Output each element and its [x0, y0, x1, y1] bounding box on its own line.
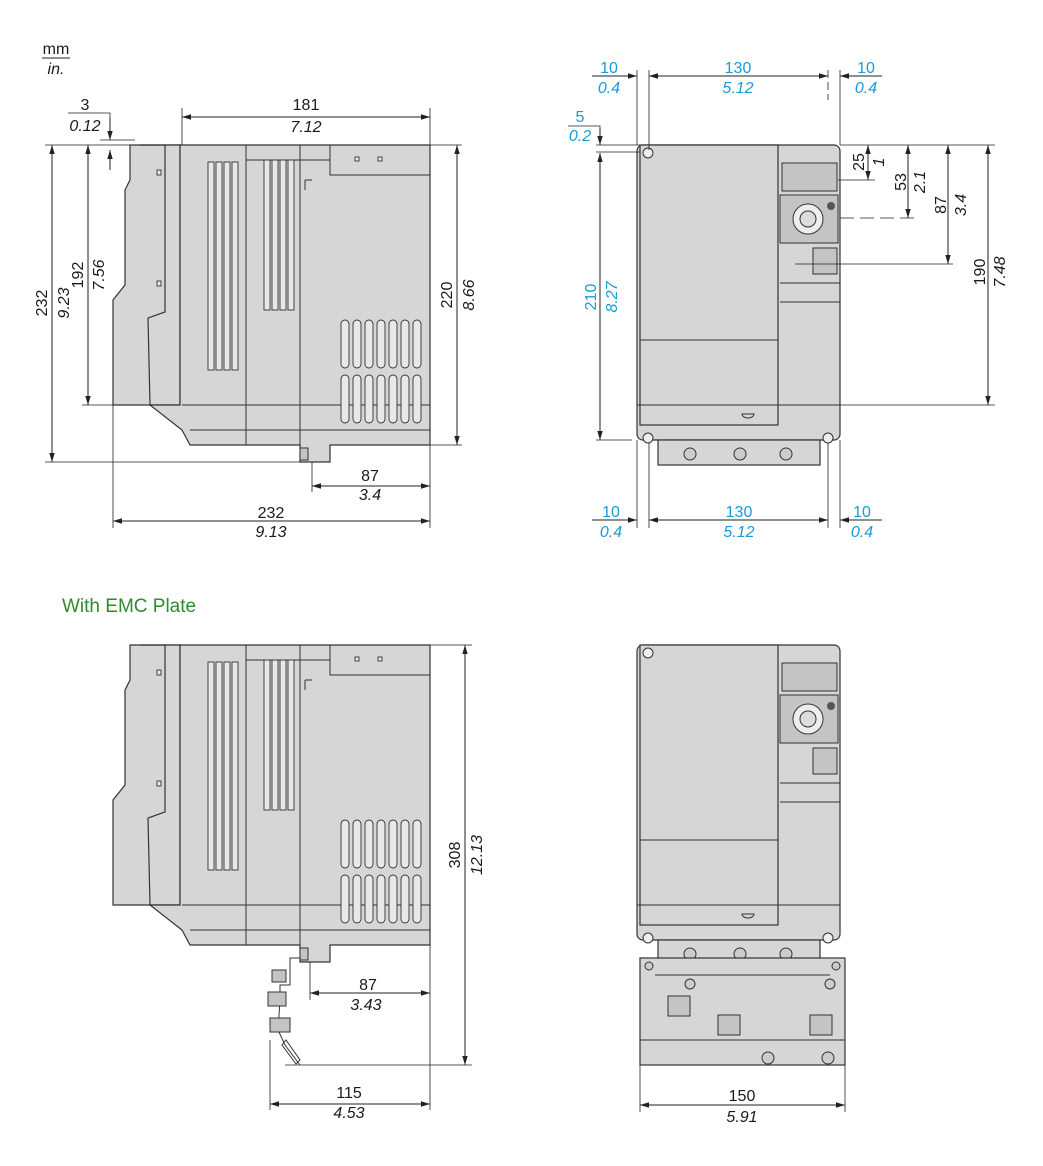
dim-hole-spacing-top-mm: 130 [725, 60, 752, 77]
dim-left-margin-bottom-mm: 10 [602, 504, 620, 521]
dim-hole-offset-in: 0.2 [569, 128, 591, 145]
dim-emc-total-height-mm: 308 [447, 842, 464, 869]
units-in: in. [48, 61, 65, 78]
dim-right-margin-bottom-in: 0.4 [851, 524, 873, 541]
dim-53-mm: 53 [893, 173, 910, 191]
dim-terminal-depth-mm: 87 [361, 468, 379, 485]
dim-190-mm: 190 [972, 259, 989, 286]
side-view-device [112, 144, 431, 463]
emc-side-view-device [112, 644, 431, 963]
dim-emc-plate-depth-in: 4.53 [333, 1105, 364, 1122]
side-view-dimensions: 3 0.12 181 7.12 232 9.23 192 7.56 220 8.… [34, 97, 478, 541]
front-view-dimensions: 10 0.4 130 5.12 10 0.4 5 0.2 210 8.27 25… [568, 60, 1009, 541]
dim-emc-plate-depth-mm: 115 [336, 1085, 362, 1102]
dim-hole-vertical-in: 8.27 [604, 280, 621, 312]
dim-hole-spacing-top-in: 5.12 [722, 80, 753, 97]
dim-25-mm: 25 [851, 153, 868, 171]
dim-hole-vertical-mm: 210 [583, 284, 600, 311]
dim-left-margin-top-mm: 10 [600, 60, 618, 77]
dim-body-height-in: 8.66 [461, 279, 478, 310]
dim-left-margin-top-in: 0.4 [598, 80, 620, 97]
dim-depth-body-in: 7.12 [290, 119, 321, 136]
dim-emc-total-height-in: 12.13 [469, 835, 486, 875]
dim-hole-spacing-bottom-in: 5.12 [723, 524, 754, 541]
dim-rail-height-mm: 192 [70, 262, 87, 289]
dim-right-margin-top-mm: 10 [857, 60, 875, 77]
dim-25-in: 1 [871, 158, 888, 167]
dim-rail-offset-mm: 3 [81, 97, 90, 114]
dim-87-in: 3.4 [953, 194, 970, 216]
dim-rail-offset-in: 0.12 [69, 118, 100, 135]
dim-87-mm: 87 [933, 196, 950, 214]
dim-total-depth-mm: 232 [258, 505, 285, 522]
section-label-emc-plate: With EMC Plate [62, 596, 196, 617]
dim-hole-spacing-bottom-mm: 130 [726, 504, 753, 521]
dim-hole-offset-mm: 5 [576, 109, 585, 126]
front-view-device [636, 144, 841, 466]
dim-emc-terminal-depth-mm: 87 [359, 977, 377, 994]
dim-depth-body-mm: 181 [293, 97, 320, 114]
emc-side-view-dimensions: 308 12.13 87 3.43 115 4.53 [269, 644, 486, 1122]
dim-emc-terminal-depth-in: 3.43 [350, 997, 381, 1014]
dim-190-in: 7.48 [992, 256, 1009, 287]
units-mm: mm [43, 41, 70, 58]
dim-right-margin-bottom-mm: 10 [853, 504, 871, 521]
emc-bracket [267, 957, 301, 1066]
emc-front-view-device [636, 644, 841, 966]
dim-rail-height-in: 7.56 [91, 259, 108, 290]
dim-total-height-in: 9.23 [56, 287, 73, 318]
dim-total-depth-in: 9.13 [255, 524, 286, 541]
dim-right-margin-top-in: 0.4 [855, 80, 877, 97]
emc-front-view-dimensions: 150 5.91 [639, 1065, 846, 1126]
dim-total-height-mm: 232 [34, 290, 51, 317]
dim-terminal-depth-in: 3.4 [359, 487, 381, 504]
dim-53-in: 2.1 [912, 171, 929, 194]
dim-body-height-mm: 220 [439, 282, 456, 309]
dim-emc-width-mm: 150 [729, 1088, 756, 1105]
dim-emc-width-in: 5.91 [726, 1109, 757, 1126]
dim-left-margin-bottom-in: 0.4 [600, 524, 622, 541]
emc-plate [639, 957, 846, 1066]
